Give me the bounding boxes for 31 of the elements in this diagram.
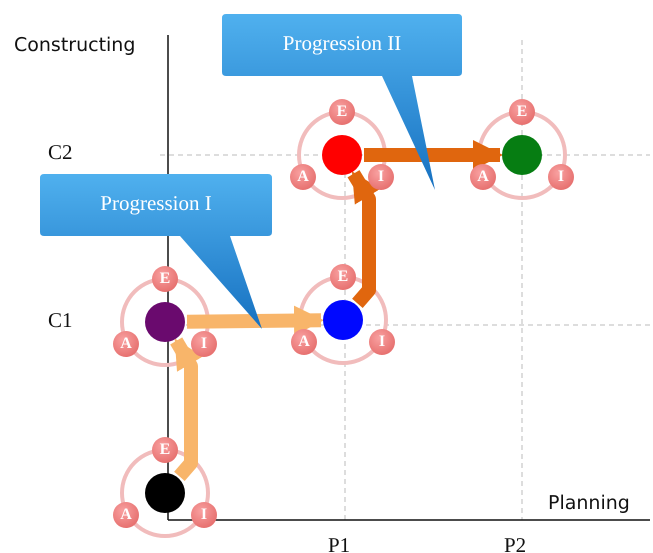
letter-circle: E	[509, 99, 535, 125]
letter-circle: A	[290, 164, 316, 190]
arrow	[364, 140, 503, 170]
letter-circle: E	[152, 266, 178, 292]
arrow	[170, 337, 203, 481]
letter-circle: I	[191, 502, 217, 528]
arrow	[348, 170, 380, 308]
letter-circle: A	[470, 164, 496, 190]
tick-label: P1	[328, 533, 350, 553]
letter-circle: I	[191, 331, 217, 357]
tick-label: C2	[48, 140, 73, 165]
callout-label: Progression I	[99, 191, 213, 216]
letter-circle: A	[113, 331, 139, 357]
letter-circle: E	[330, 264, 356, 290]
axis-title: Planning	[548, 492, 630, 514]
dot	[145, 473, 185, 513]
tick-label: C1	[48, 308, 73, 333]
callout-label: Progression II	[282, 31, 402, 56]
letter-circle: A	[291, 329, 317, 355]
dot	[322, 135, 362, 175]
dot	[502, 135, 542, 175]
tick-label: P2	[504, 533, 526, 553]
letter-circle: E	[329, 99, 355, 125]
letter-circle: I	[368, 164, 394, 190]
axis-title: Constructing	[14, 34, 136, 56]
letter-circle: A	[113, 502, 139, 528]
dot	[145, 302, 185, 342]
dot	[323, 300, 363, 340]
letter-circle: I	[369, 329, 395, 355]
letter-circle: I	[548, 164, 574, 190]
letter-circle: E	[152, 437, 178, 463]
